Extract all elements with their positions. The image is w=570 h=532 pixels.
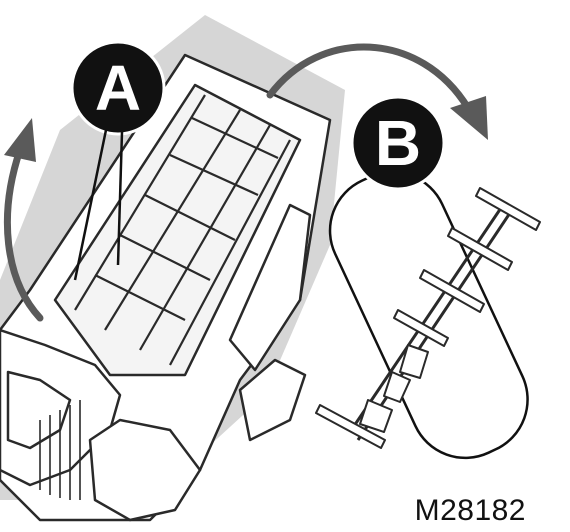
label-b-badge: B: [352, 97, 444, 189]
model-code: M28182: [415, 494, 526, 528]
label-a-text: A: [95, 52, 141, 124]
label-b-text: B: [375, 107, 421, 179]
detail-part-callout: [312, 154, 546, 476]
